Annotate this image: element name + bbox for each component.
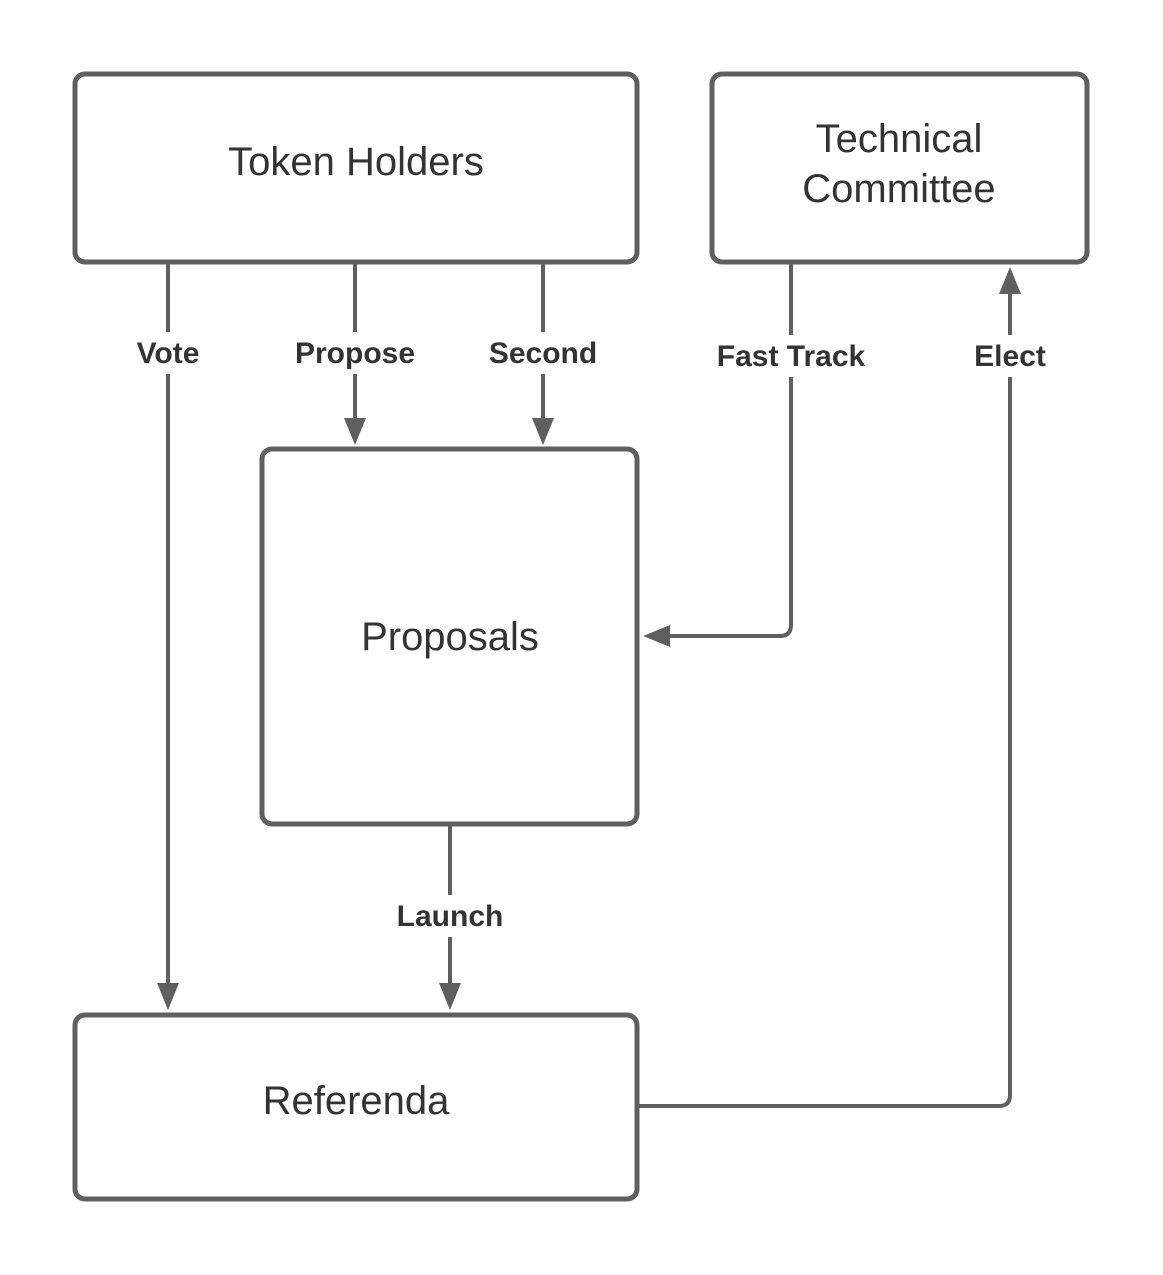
node-label-referenda: Referenda: [263, 1079, 451, 1123]
propose-arrowhead: [344, 418, 366, 445]
edge-label-elect: Elect: [974, 340, 1046, 373]
node-label-technical-committee-line2: Committee: [802, 167, 995, 211]
node-proposals: Proposals: [259, 446, 640, 827]
node-referenda: Referenda: [72, 1012, 640, 1202]
edge-label-vote: Vote: [137, 337, 200, 370]
edge-elect: [637, 267, 1021, 1108]
node-label-proposals: Proposals: [361, 615, 539, 659]
edge-fast-track: [643, 263, 793, 647]
launch-arrowhead: [439, 983, 461, 1010]
elect-arrowhead: [999, 267, 1021, 294]
edge-label-fast-track: Fast Track: [717, 340, 866, 373]
fast-track-arrowhead: [643, 625, 670, 647]
vote-arrowhead: [157, 983, 179, 1010]
node-technical-committee: Technical Committee: [709, 71, 1090, 265]
edge-vote: [157, 263, 179, 1010]
edge-label-launch: Launch: [397, 900, 504, 933]
node-token-holders: Token Holders: [72, 71, 640, 265]
node-label-technical-committee-line1: Technical: [816, 117, 983, 161]
node-label-token-holders: Token Holders: [228, 140, 484, 184]
edge-label-second: Second: [489, 337, 597, 370]
edge-label-propose: Propose: [295, 337, 415, 370]
second-arrowhead: [532, 418, 554, 445]
